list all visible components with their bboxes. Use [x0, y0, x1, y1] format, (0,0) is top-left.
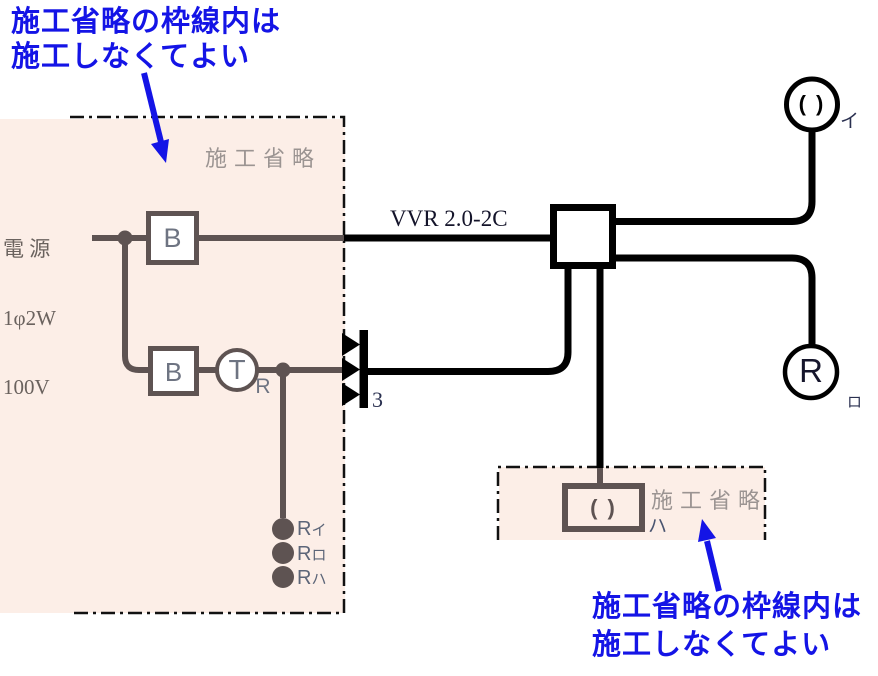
- omission-left-label: 施工省略: [205, 146, 322, 171]
- ceiling-light-bottom-kana: ハ: [648, 516, 668, 537]
- receptacle-label: ロ: [847, 394, 863, 411]
- omission-border-bottom: [496, 465, 767, 540]
- junction-dot-2: [275, 362, 291, 378]
- lamp-point-kana: ハ: [311, 571, 327, 588]
- terminal-block-symbol: [342, 330, 368, 408]
- ceiling-light-symbol: ( ): [798, 91, 826, 116]
- timer-circle: [215, 348, 259, 392]
- power-source-line1: 電 源: [3, 237, 51, 261]
- lamp-point-r: R: [297, 543, 312, 565]
- breaker1-letter: B: [163, 223, 182, 253]
- power-source-line3: 100V: [3, 375, 50, 399]
- bottom-note-line2: 施工しなくてよい: [592, 629, 832, 661]
- ceiling-light-circle: [784, 76, 840, 133]
- power-source-label: 電 源 1φ2W 100V: [3, 192, 56, 445]
- lamp-point-label-i: Rイ: [297, 517, 326, 543]
- receptacle-letter: R: [799, 352, 823, 389]
- top-note-line1: 施工省略の枠線内は: [11, 6, 282, 38]
- cable-label: VVR 2.0-2C: [390, 206, 508, 231]
- junction-box: [550, 204, 616, 269]
- lamp-point-label-ha: Rハ: [297, 566, 326, 592]
- lamp-dot-ro: [272, 542, 294, 564]
- ceiling-light-box-bottom: [562, 483, 645, 532]
- power-source-line2: 1φ2W: [3, 306, 56, 330]
- terminal-block-poles: 3: [372, 387, 383, 412]
- top-note-line2: 施工しなくてよい: [11, 41, 251, 73]
- receptacle-circle: [782, 343, 840, 401]
- timer-subscript: R: [255, 375, 271, 398]
- omitted-wires: [92, 235, 603, 518]
- top-annotation-arrow: [141, 72, 169, 163]
- bottom-note-line1: 施工省略の枠線内は: [592, 591, 863, 623]
- breaker1-box: [146, 211, 199, 265]
- breaker2-letter: B: [164, 357, 183, 387]
- ceiling-light-bottom-symbol: ( ): [590, 495, 617, 520]
- lamp-point-label-ro: Rロ: [297, 542, 326, 568]
- lamp-dot-ha: [272, 566, 294, 588]
- lamp-point-r: R: [297, 518, 312, 540]
- installed-wires: [344, 130, 816, 468]
- ceiling-light-label: イ: [840, 111, 860, 132]
- breaker2-box: [148, 346, 199, 396]
- junction-dot-1: [117, 230, 133, 246]
- timer-letter: T: [228, 354, 246, 385]
- lamp-point-kana: ロ: [311, 547, 327, 564]
- lamp-dot-i: [272, 518, 294, 540]
- lamp-point-kana: イ: [311, 522, 327, 539]
- lamp-point-r: R: [297, 567, 312, 589]
- bottom-annotation-arrow: [698, 519, 722, 592]
- omission-bottom-label: 施工省略: [651, 488, 768, 513]
